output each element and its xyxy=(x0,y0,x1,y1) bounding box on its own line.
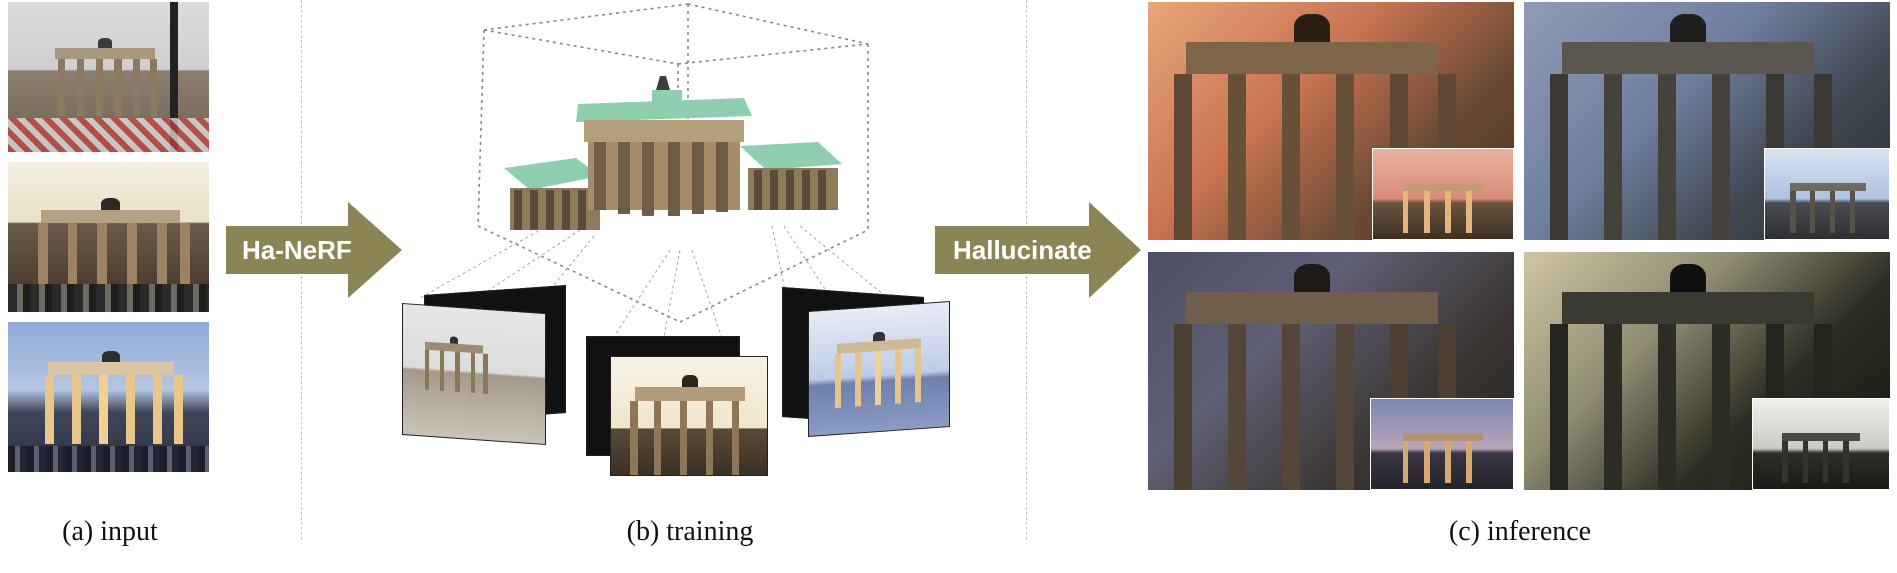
arrow-shape-icon xyxy=(935,202,1141,298)
caption-inference: (c) inference xyxy=(1448,516,1592,547)
input-photo-2 xyxy=(8,162,209,312)
hallucinate-label: Hallucinate xyxy=(953,234,1092,265)
input-photo-3 xyxy=(8,322,209,472)
training-frame-left xyxy=(402,302,546,446)
training-frame-center xyxy=(610,356,768,476)
caption-input: (a) input xyxy=(62,516,158,547)
inference-render-dusk xyxy=(1148,252,1514,490)
ha-nerf-arrow: Ha-NeRF xyxy=(226,202,402,298)
hallucinate-arrow: Hallucinate xyxy=(935,202,1141,298)
gate-3d-model xyxy=(504,76,842,230)
inset-dark xyxy=(1752,398,1890,490)
inference-render-dark xyxy=(1524,252,1890,490)
inset-dusk xyxy=(1370,398,1514,490)
inference-render-warm xyxy=(1148,2,1514,240)
inset-cool xyxy=(1764,148,1890,240)
inference-render-cool xyxy=(1524,2,1890,240)
arrow-shape-icon xyxy=(226,202,402,298)
input-photo-1 xyxy=(8,2,209,152)
inset-warm xyxy=(1372,148,1514,240)
training-diagram xyxy=(419,3,891,363)
caption-training: (b) training xyxy=(626,516,754,547)
training-frame-right xyxy=(808,301,950,437)
ha-nerf-label: Ha-NeRF xyxy=(242,234,352,265)
